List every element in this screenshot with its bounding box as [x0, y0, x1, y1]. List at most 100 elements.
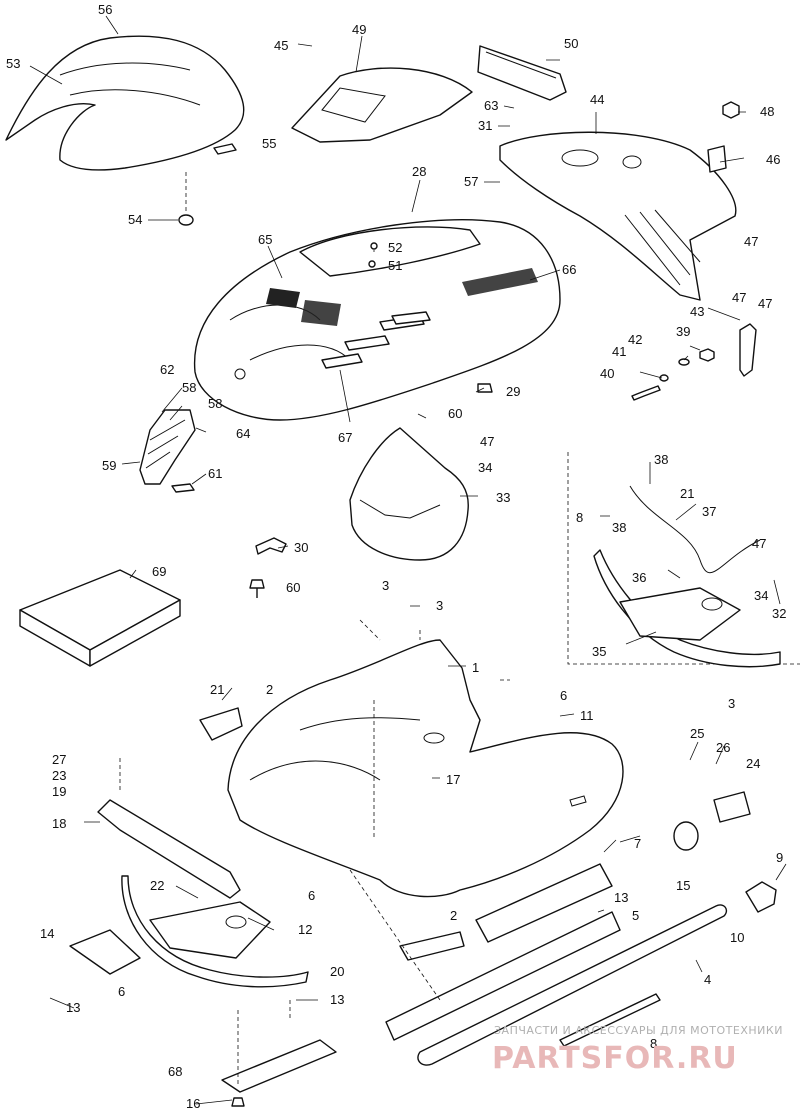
console-part-49[interactable]	[291, 67, 473, 143]
callout-53[interactable]: 53	[6, 56, 20, 71]
callout-43[interactable]: 43	[690, 304, 704, 319]
callout-59[interactable]: 59	[102, 458, 116, 473]
bracket-part-2b[interactable]	[399, 931, 465, 961]
callout-12[interactable]: 12	[298, 922, 312, 937]
callout-45[interactable]: 45	[274, 38, 288, 53]
callout-13-c[interactable]: 13	[330, 992, 344, 1007]
callout-60-a[interactable]: 60	[448, 406, 462, 421]
latch-part-43[interactable]	[739, 323, 757, 377]
bumper-part-12[interactable]	[121, 875, 309, 988]
callout-65[interactable]: 65	[258, 232, 272, 247]
bracket-part-61[interactable]	[171, 483, 195, 493]
callout-68[interactable]: 68	[168, 1064, 182, 1079]
callout-46[interactable]: 46	[766, 152, 780, 167]
callout-18[interactable]: 18	[52, 816, 66, 831]
callout-55[interactable]: 55	[262, 136, 276, 151]
callout-47-d[interactable]: 47	[480, 434, 494, 449]
callout-64[interactable]: 64	[236, 426, 250, 441]
callout-7[interactable]: 7	[634, 836, 641, 851]
pad-part-69[interactable]	[19, 569, 181, 667]
callout-6-c[interactable]: 6	[118, 984, 125, 999]
clip-part-55[interactable]	[213, 143, 237, 155]
callout-37[interactable]: 37	[702, 504, 716, 519]
bumper-part-35[interactable]	[593, 549, 781, 668]
callout-57[interactable]: 57	[464, 174, 478, 189]
callout-26[interactable]: 26	[716, 740, 730, 755]
bracket-part-2a[interactable]	[199, 707, 243, 741]
lamp-part-15[interactable]	[673, 821, 699, 851]
callout-42[interactable]: 42	[628, 332, 642, 347]
cowl-part-33[interactable]	[349, 427, 469, 561]
callout-11[interactable]: 11	[580, 708, 594, 723]
callout-8-b[interactable]: 8	[650, 1036, 657, 1051]
belly-pan-part-1[interactable]	[227, 639, 624, 898]
callout-13-a[interactable]: 13	[614, 890, 628, 905]
callout-21-a[interactable]: 21	[680, 486, 694, 501]
callout-16[interactable]: 16	[186, 1096, 200, 1111]
callout-38-b[interactable]: 38	[612, 520, 626, 535]
callout-69[interactable]: 69	[152, 564, 166, 579]
bracket-part-9[interactable]	[745, 881, 777, 913]
callout-35[interactable]: 35	[592, 644, 606, 659]
screw-part-16[interactable]	[231, 1097, 245, 1107]
hinge-part-59[interactable]	[139, 409, 196, 485]
callout-6-a[interactable]: 6	[560, 688, 567, 703]
nut-part-48[interactable]	[722, 101, 740, 119]
callout-15[interactable]: 15	[676, 878, 690, 893]
callout-29[interactable]: 29	[506, 384, 520, 399]
callout-27[interactable]: 27	[52, 752, 66, 767]
callout-17[interactable]: 17	[446, 772, 460, 787]
callout-20[interactable]: 20	[330, 964, 344, 979]
runner-part-4[interactable]	[417, 904, 728, 1066]
callout-61[interactable]: 61	[208, 466, 222, 481]
callout-2-b[interactable]: 2	[450, 908, 457, 923]
callout-62[interactable]: 62	[160, 362, 174, 377]
tank-part-44[interactable]	[499, 131, 737, 301]
callout-50[interactable]: 50	[564, 36, 578, 51]
bracket-part-18[interactable]	[97, 799, 241, 899]
callout-63[interactable]: 63	[484, 98, 498, 113]
gauge-part-50[interactable]	[477, 45, 567, 101]
callout-4[interactable]: 4	[704, 972, 711, 987]
callout-47-c[interactable]: 47	[758, 296, 772, 311]
callout-30[interactable]: 30	[294, 540, 308, 555]
callout-3-b[interactable]: 3	[436, 598, 443, 613]
hood-part-28[interactable]	[193, 219, 561, 421]
callout-6-b[interactable]: 6	[308, 888, 315, 903]
clip-part-30[interactable]	[255, 537, 287, 555]
callout-22[interactable]: 22	[150, 878, 164, 893]
callout-21-b[interactable]: 21	[210, 682, 224, 697]
callout-39[interactable]: 39	[676, 324, 690, 339]
callout-24[interactable]: 24	[746, 756, 760, 771]
callout-9[interactable]: 9	[776, 850, 783, 865]
callout-40[interactable]: 40	[600, 366, 614, 381]
screw-part-60[interactable]	[249, 579, 265, 598]
callout-58-b[interactable]: 58	[208, 396, 222, 411]
callout-47-b[interactable]: 47	[732, 290, 746, 305]
strip-part-8[interactable]	[559, 993, 661, 1047]
callout-34-a[interactable]: 34	[478, 460, 492, 475]
callout-60-b[interactable]: 60	[286, 580, 300, 595]
bracket-part-14[interactable]	[69, 929, 141, 975]
callout-23[interactable]: 23	[52, 768, 66, 783]
callout-10[interactable]: 10	[730, 930, 744, 945]
callout-34-b[interactable]: 34	[754, 588, 768, 603]
callout-3-a[interactable]: 3	[382, 578, 389, 593]
callout-32[interactable]: 32	[772, 606, 786, 621]
callout-14[interactable]: 14	[40, 926, 54, 941]
bracket-part-46[interactable]	[707, 145, 727, 173]
screws-part-52-51[interactable]	[368, 242, 378, 268]
rail-part-7[interactable]	[475, 863, 613, 943]
callout-44[interactable]: 44	[590, 92, 604, 107]
callout-49[interactable]: 49	[352, 22, 366, 37]
callout-52[interactable]: 52	[388, 240, 402, 255]
callout-48[interactable]: 48	[760, 104, 774, 119]
callout-19[interactable]: 19	[52, 784, 66, 799]
callout-54[interactable]: 54	[128, 212, 142, 227]
rail-part-5[interactable]	[385, 911, 621, 1041]
callout-31[interactable]: 31	[478, 118, 492, 133]
lens-part-24[interactable]	[713, 791, 751, 823]
windshield-part-56[interactable]	[5, 35, 245, 171]
callout-36[interactable]: 36	[632, 570, 646, 585]
skid-plate-part-68[interactable]	[221, 1039, 337, 1093]
